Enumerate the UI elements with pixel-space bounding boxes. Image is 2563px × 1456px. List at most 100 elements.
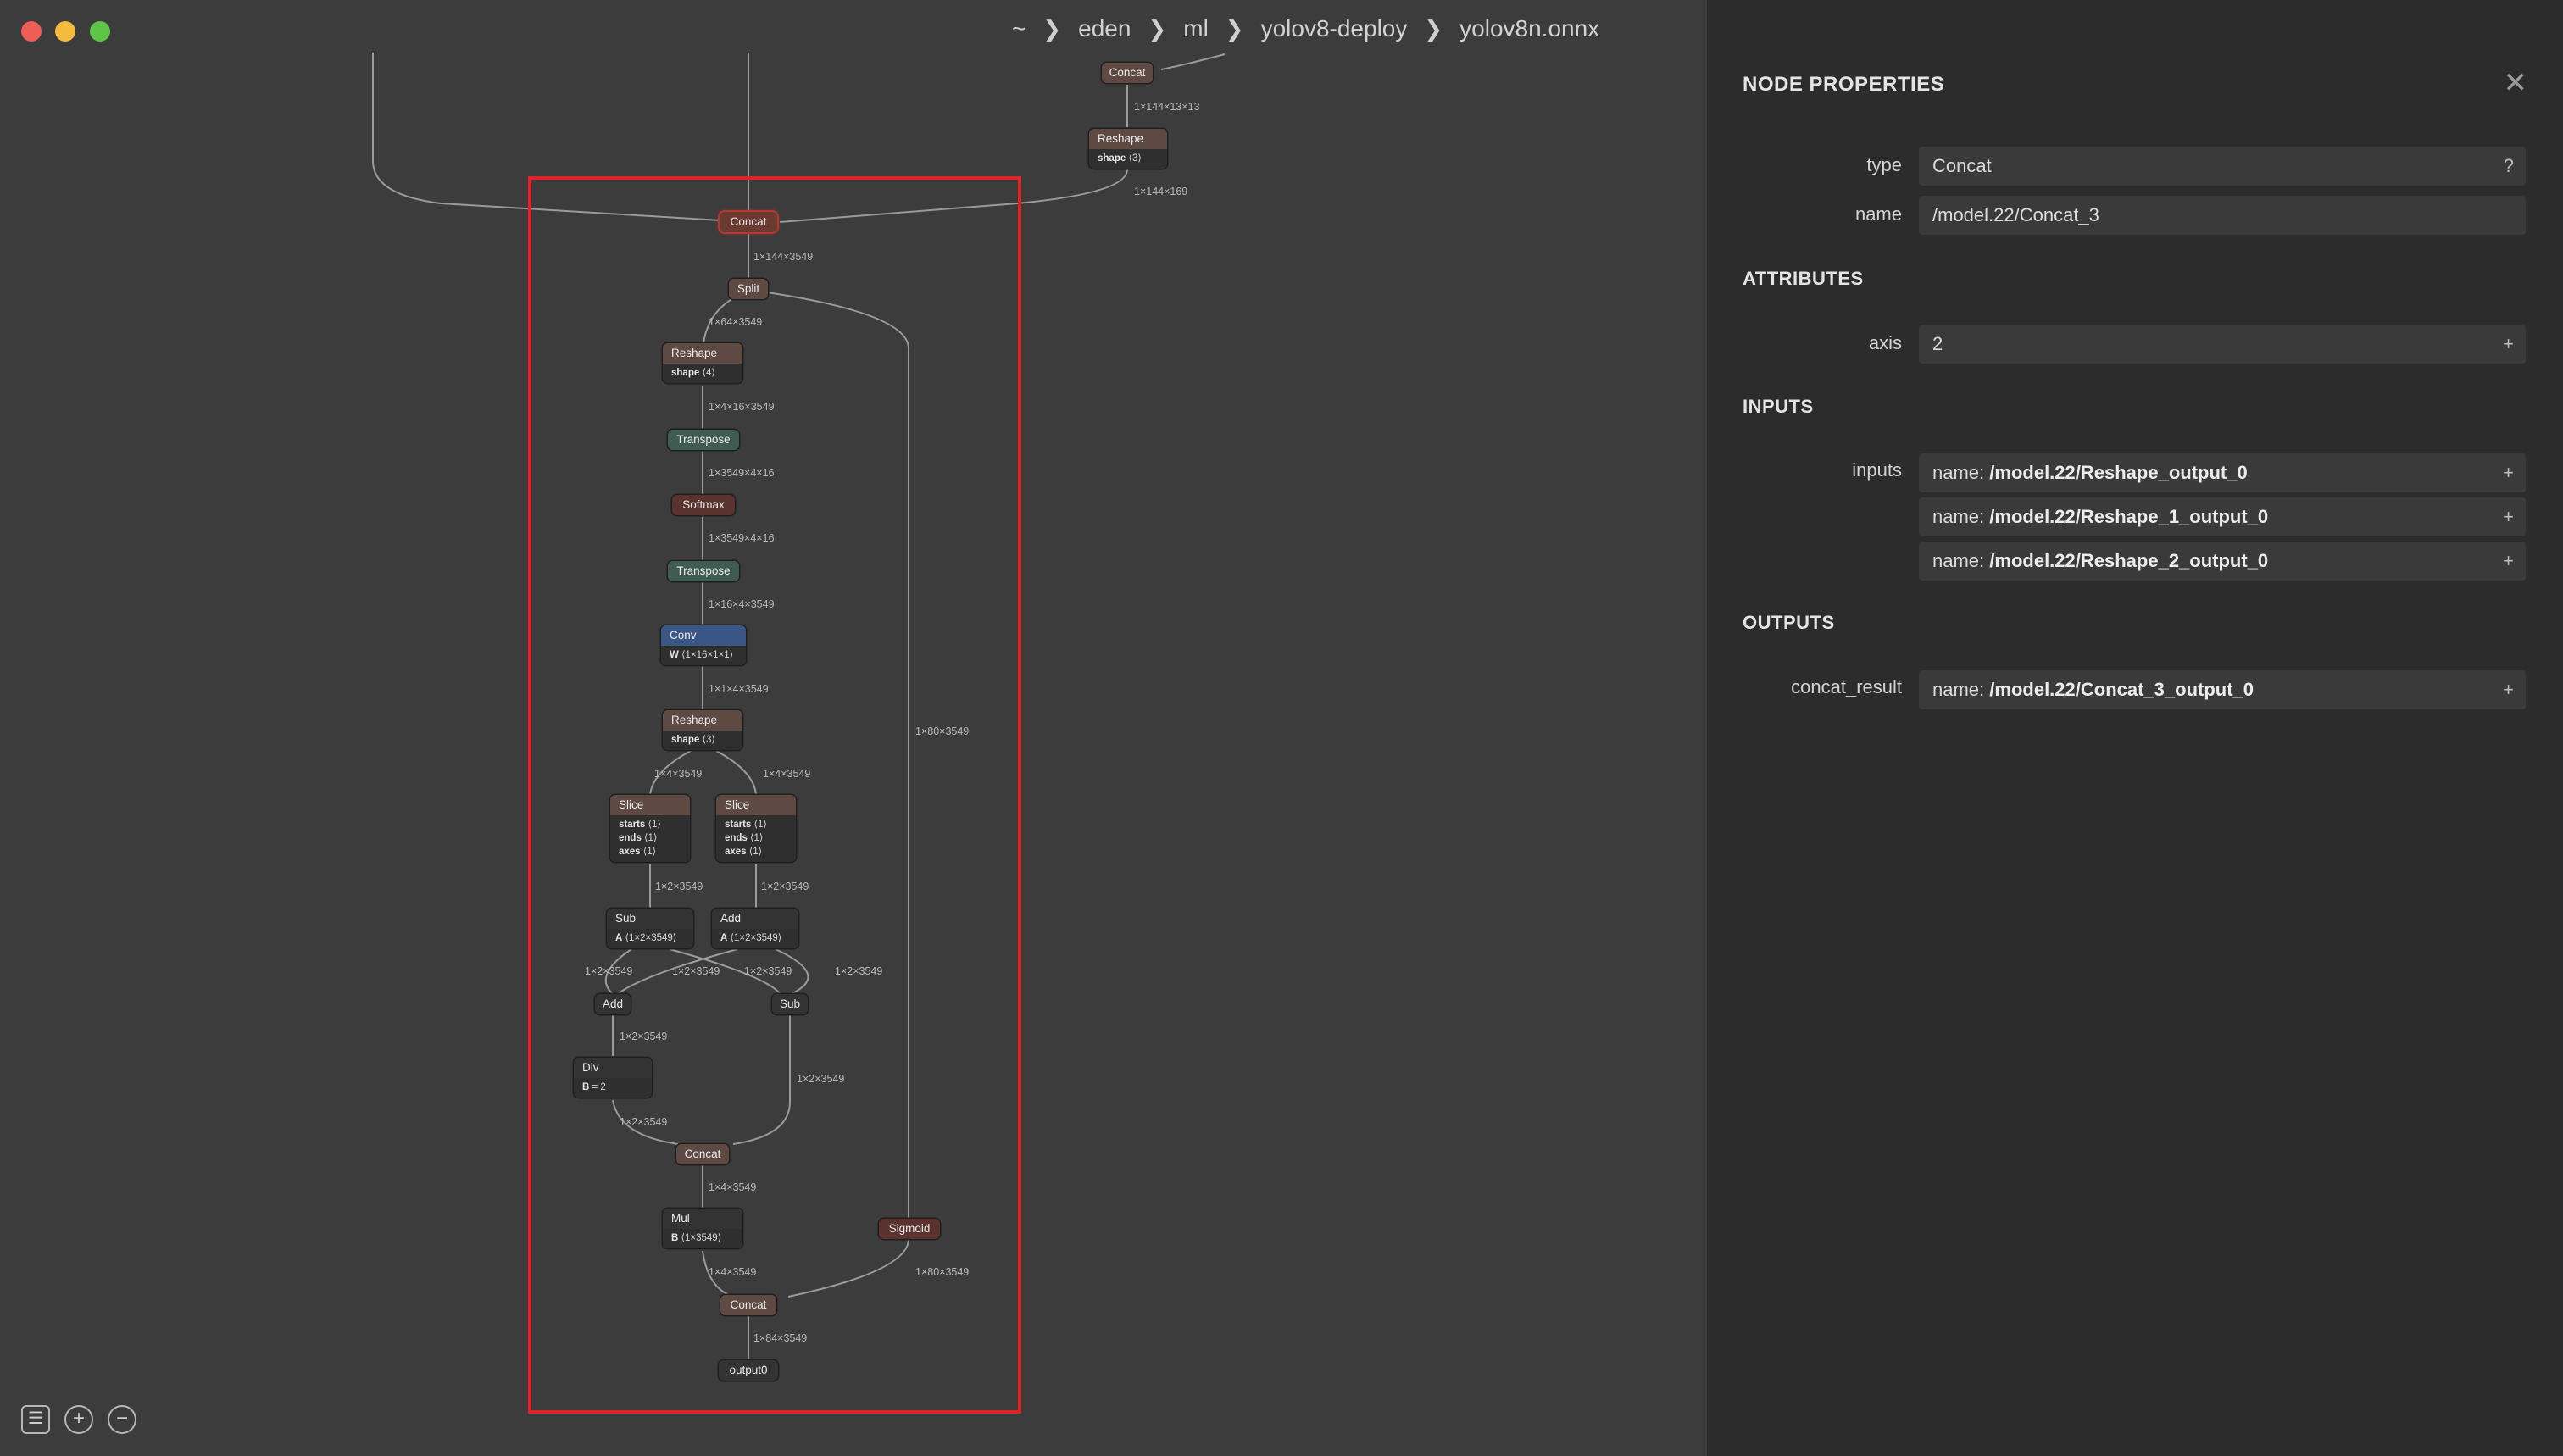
edge-label: 1×2×3549 — [835, 965, 882, 977]
node-op: output0 — [719, 1360, 778, 1381]
window-maximize-button[interactable] — [90, 21, 110, 42]
graph-node-transpose-1[interactable]: Transpose — [668, 430, 739, 450]
expand-icon[interactable]: + — [2503, 550, 2514, 571]
edge-label: 1×2×3549 — [761, 881, 809, 892]
expand-icon[interactable]: + — [2503, 462, 2514, 483]
name-value: /model.22/Concat_3 — [1932, 204, 2099, 225]
node-attr-value: ⟨3⟩ — [1128, 153, 1142, 164]
edge-label: 1×2×3549 — [585, 965, 632, 977]
graph-edges: 1×144×13×13 1×144×169 1×144×3549 1×64×35… — [372, 53, 1226, 1360]
inputs-section-title: INPUTS — [1743, 396, 1814, 417]
edge-label: 1×4×16×3549 — [709, 401, 775, 413]
breadcrumb-ml[interactable]: ml — [1183, 15, 1209, 42]
close-icon[interactable]: ✕ — [2503, 67, 2528, 99]
node-op: Concat — [720, 1295, 776, 1315]
graph-node-reshape-2[interactable]: Reshape shape ⟨3⟩ — [663, 710, 742, 750]
edge-label: 1×64×3549 — [709, 316, 762, 328]
graph-edge — [1160, 53, 1226, 70]
window-close-button[interactable] — [21, 21, 42, 42]
graph-node-add-2[interactable]: Add — [595, 994, 631, 1014]
node-attr-value: ⟨4⟩ — [702, 368, 715, 378]
edge-label: 1×2×3549 — [744, 965, 792, 977]
graph-node-reshape-top[interactable]: Reshape shape ⟨3⟩ — [1089, 129, 1167, 169]
expand-icon[interactable]: + — [2503, 506, 2514, 527]
graph-canvas[interactable]: 1×144×13×13 1×144×169 1×144×3549 1×64×35… — [0, 0, 1707, 1456]
node-attr-name: axes — [725, 847, 747, 857]
chevron-right-icon: ❯ — [1148, 15, 1167, 42]
graph-node-mul[interactable]: Mul B ⟨1×3549⟩ — [663, 1209, 742, 1248]
node-attr-name: W — [670, 650, 679, 660]
zoom-in-icon[interactable]: + — [64, 1405, 93, 1434]
output-field[interactable]: name: /model.22/Concat_3_output_0 + — [1919, 670, 2526, 709]
graph-edge — [372, 53, 721, 221]
edge-label: 1×2×3549 — [672, 965, 720, 977]
input-prefix: name: — [1932, 550, 1985, 571]
graph-node-transpose-2[interactable]: Transpose — [668, 561, 739, 581]
graph-node-output0[interactable]: output0 — [719, 1360, 778, 1381]
input-field[interactable]: name: /model.22/Reshape_output_0 + — [1919, 453, 2526, 492]
graph-node-slice-2[interactable]: Slice starts ⟨1⟩ ends ⟨1⟩ axes ⟨1⟩ — [716, 795, 796, 862]
graph-edge — [618, 948, 738, 994]
node-op: Slice — [716, 795, 796, 815]
graph-node-div[interactable]: Div B = 2 — [574, 1058, 652, 1098]
graph-node-sub-1[interactable]: Sub A ⟨1×2×3549⟩ — [607, 909, 693, 948]
edge-label: 1×2×3549 — [620, 1116, 667, 1128]
graph-node-sub-2[interactable]: Sub — [772, 994, 808, 1014]
node-op: Softmax — [672, 495, 735, 515]
input-field[interactable]: name: /model.22/Reshape_2_output_0 + — [1919, 542, 2526, 581]
help-icon[interactable]: ? — [2503, 155, 2514, 176]
input-prefix: name: — [1932, 506, 1985, 527]
edge-label: 1×2×3549 — [620, 1031, 667, 1042]
axis-field[interactable]: 2 + — [1919, 325, 2526, 364]
graph-node-reshape-1[interactable]: Reshape shape ⟨4⟩ — [663, 343, 742, 383]
axis-label: axis — [1868, 332, 1902, 353]
node-op: Add — [595, 994, 631, 1014]
edge-label: 1×144×13×13 — [1134, 101, 1200, 113]
node-op: Transpose — [668, 430, 739, 450]
chevron-right-icon: ❯ — [1225, 15, 1244, 42]
edge-label: 1×84×3549 — [753, 1332, 807, 1344]
breadcrumb: ~ ❯ eden ❯ ml ❯ yolov8-deploy ❯ yolov8n.… — [1009, 12, 1603, 46]
node-attr-name: A — [720, 933, 728, 943]
node-op: Div — [574, 1058, 652, 1078]
graph-node-add-1[interactable]: Add A ⟨1×2×3549⟩ — [712, 909, 798, 948]
graph-node-slice-1[interactable]: Slice starts ⟨1⟩ ends ⟨1⟩ axes ⟨1⟩ — [610, 795, 690, 862]
node-attr-name: shape — [671, 735, 700, 745]
graph-node-concat-top[interactable]: Concat — [1102, 63, 1153, 83]
list-icon[interactable]: ☰ — [21, 1405, 50, 1434]
type-field[interactable]: Concat ? — [1919, 147, 2526, 186]
graph-node-concat-mid[interactable]: Concat — [676, 1144, 729, 1164]
node-attr-value: ⟨1⟩ — [644, 833, 658, 843]
expand-icon[interactable]: + — [2503, 333, 2514, 354]
graph-edge — [787, 1238, 909, 1298]
breadcrumb-eden[interactable]: eden — [1078, 15, 1131, 42]
graph-node-split[interactable]: Split — [729, 279, 768, 299]
graph-node-concat-out[interactable]: Concat — [720, 1295, 776, 1315]
input-prefix: name: — [1932, 462, 1985, 483]
node-attr-name: shape — [1098, 153, 1126, 164]
graph-edge — [775, 948, 809, 994]
chevron-right-icon: ❯ — [1424, 15, 1443, 42]
graph-node-concat-selected[interactable]: Concat — [720, 212, 777, 232]
node-attr-name: shape — [671, 368, 700, 378]
breadcrumb-file[interactable]: yolov8n.onnx — [1459, 15, 1600, 42]
graph-node-softmax[interactable]: Softmax — [672, 495, 735, 515]
graph-node-sigmoid[interactable]: Sigmoid — [879, 1219, 940, 1239]
node-attr-value: ⟨1⟩ — [648, 820, 661, 830]
node-op: Split — [729, 279, 768, 299]
input-field[interactable]: name: /model.22/Reshape_1_output_0 + — [1919, 497, 2526, 536]
zoom-out-icon[interactable]: − — [108, 1405, 136, 1434]
node-attr-value: ⟨1⟩ — [753, 820, 767, 830]
edge-label: 1×2×3549 — [797, 1073, 844, 1085]
graph-node-conv[interactable]: Conv W ⟨1×16×1×1⟩ — [661, 625, 746, 665]
window-minimize-button[interactable] — [55, 21, 75, 42]
node-op: Concat — [676, 1144, 729, 1164]
breadcrumb-yolov8-deploy[interactable]: yolov8-deploy — [1260, 15, 1408, 42]
node-attr-name: A — [615, 933, 623, 943]
breadcrumb-home[interactable]: ~ — [1012, 15, 1026, 42]
name-field[interactable]: /model.22/Concat_3 — [1919, 196, 2526, 235]
graph-edge — [703, 297, 734, 344]
expand-icon[interactable]: + — [2503, 679, 2514, 700]
node-properties-panel: NODE PROPERTIES ✕ type Concat ? name /mo… — [1707, 0, 2563, 1456]
